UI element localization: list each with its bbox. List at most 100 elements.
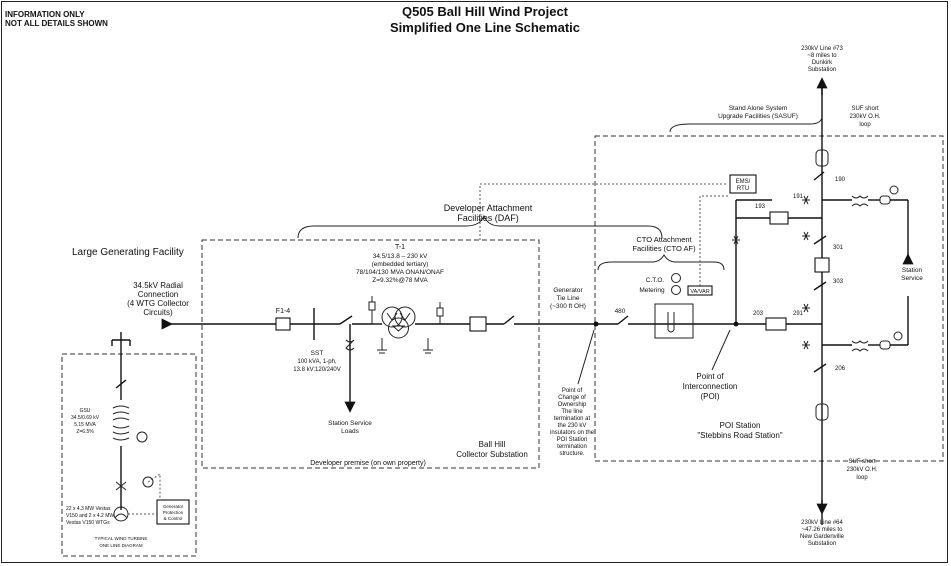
breaker-193-label: 193 [755, 204, 766, 210]
gen-ct-icon [142, 476, 154, 488]
ct-pt-icon [667, 312, 675, 333]
poco-8: POI Station [557, 437, 588, 443]
substation-name-2: Collector Substation [456, 450, 528, 459]
collector-label-4: Circuits) [143, 308, 173, 317]
sst-label-1: SST [311, 350, 324, 357]
sasuf-label-1: Stand Alone System [729, 105, 788, 112]
tie-label-1: Generator [553, 287, 583, 294]
surge-arrester-lv [368, 296, 376, 324]
breaker-f1-4 [275, 317, 291, 331]
switch-206 [813, 363, 827, 373]
breaker-301 [814, 257, 830, 273]
wtg-typ-1: TYPICAL WIND TURBINE [95, 536, 148, 541]
gsu-transformer-icon [112, 405, 130, 441]
wtg-switch [115, 379, 127, 389]
line73-4: Substation [808, 67, 836, 73]
breaker-f1-4-label: F1-4 [276, 308, 291, 315]
breaker-191-label: 191 [793, 194, 804, 200]
disconnect-switch-1 [339, 315, 353, 325]
info-note-2: NOT ALL DETAILS SHOWN [5, 19, 108, 28]
varh-label: VA/VAR [690, 289, 709, 295]
poi-station-2: "Stebbins Road Station" [697, 431, 782, 440]
station-service-1: Station [902, 267, 923, 274]
wtg-typical-boundary [61, 353, 197, 557]
ems-label-2: RTU [737, 186, 749, 192]
line73-1: 230kV Line #73 [801, 46, 843, 52]
meter-icon-1 [671, 273, 681, 283]
breaker-203-label: 203 [753, 311, 764, 317]
xfmr-label-4: 78/104/130 MVA ONAN/ONAF [356, 269, 444, 276]
switch-480-label: 480 [615, 308, 626, 315]
line73-3: Dunkirk [812, 60, 833, 66]
sst-winding-icon [345, 339, 355, 351]
collector-label-2: Connection [138, 290, 178, 299]
station-service-top [822, 185, 909, 260]
poi-station-boundary [594, 135, 944, 462]
poco-9: termination [557, 444, 587, 450]
poi-label-3: (POI) [700, 392, 719, 401]
meter-icon-2 [671, 285, 681, 295]
cto-af-label-1: CTO Attachment [636, 235, 692, 244]
line64-3: New Gardenville [800, 534, 845, 540]
breaker-206-label: 206 [835, 366, 846, 372]
xfmr-label-1: T-1 [395, 244, 405, 251]
xfmr-label-3: (embedded tertiary) [372, 261, 429, 268]
surge-arrester-hv [436, 302, 444, 324]
wtg-unit-1: 22 x 4.3 MW Vestas [66, 506, 111, 512]
line64-2: ~47.26 miles to [802, 527, 844, 533]
ssl-label-2: Loads [341, 428, 359, 435]
sst-label-2: 100 kVA, 1-ph, [297, 359, 337, 365]
poi-label-2: Interconnection [683, 382, 738, 391]
disconnect-switch-2 [503, 315, 515, 325]
gsu-3: 5.15 MVA [74, 422, 96, 428]
xfmr-label-2: 34.5/13.8 – 230 kV [373, 253, 428, 260]
suf2-1: SUF short [848, 459, 875, 465]
meter-comm-link [699, 195, 730, 286]
gen-ctrl-3: & Control [164, 516, 183, 521]
poco-4: The line [561, 409, 583, 415]
gsu-ground-icon [136, 431, 148, 443]
cto-af-label-2: Facilities (CTO AF) [632, 244, 696, 253]
cto-metering-2: Metering [639, 287, 665, 294]
breaker-193 [769, 211, 789, 225]
ssl-label-1: Station Service [328, 420, 372, 427]
xfmr-ground-symbols [377, 338, 433, 354]
sst-label-3: 13.8 kV:120/240V [293, 367, 340, 373]
breaker-190-label: 190 [835, 177, 846, 183]
line-trap-top [815, 149, 829, 167]
tie-label-3: (~300 ft OH) [550, 303, 586, 310]
wtg-breaker-x [115, 481, 127, 491]
daf-brace [297, 214, 663, 239]
tie-label-2: Tie Line [557, 295, 580, 302]
switch-303 [813, 281, 827, 291]
sasuf-brace [669, 117, 823, 133]
sasuf-label-2: Upgrade Facilities (SASUF) [718, 113, 798, 120]
breaker-291-label: 291 [793, 311, 804, 317]
collector-label-1: 34.5kV Radial [133, 281, 183, 290]
poco-5: termination at [554, 416, 591, 422]
title-line-1: Q505 Ball Hill Wind Project [402, 4, 569, 19]
poco-1: Point of [562, 388, 583, 394]
substation-name-1: Ball Hill [479, 440, 506, 449]
wtg-collector-fork [111, 332, 131, 400]
poco-7: insulators on the [550, 430, 595, 436]
line73-2: ~8 miles to [807, 53, 837, 59]
station-service-2: Service [901, 275, 923, 282]
gen-ctrl-1: Generator [163, 504, 184, 509]
breaker-303-label: 303 [833, 279, 844, 285]
station-service-bottom [822, 296, 909, 352]
daf-label-2: Facilities (DAF) [457, 213, 519, 223]
side-disconnects [732, 195, 810, 350]
info-note-1: INFORMATION ONLY [5, 10, 85, 19]
lgf-label: Large Generating Facility [72, 247, 184, 258]
premise-label: Developer premise (on own property) [310, 460, 426, 467]
breaker-301-label: 301 [833, 245, 844, 251]
main-transformer-t1 [381, 306, 416, 339]
poi-station-1: POI Station [720, 421, 761, 430]
suf1-2: 230kV O.H. [849, 114, 880, 120]
poco-6: the 230 kV [558, 423, 587, 429]
suf1-3: loop [859, 122, 871, 128]
collector-substation-boundary [201, 239, 540, 469]
gsu-4: Z=6.5% [76, 429, 94, 435]
